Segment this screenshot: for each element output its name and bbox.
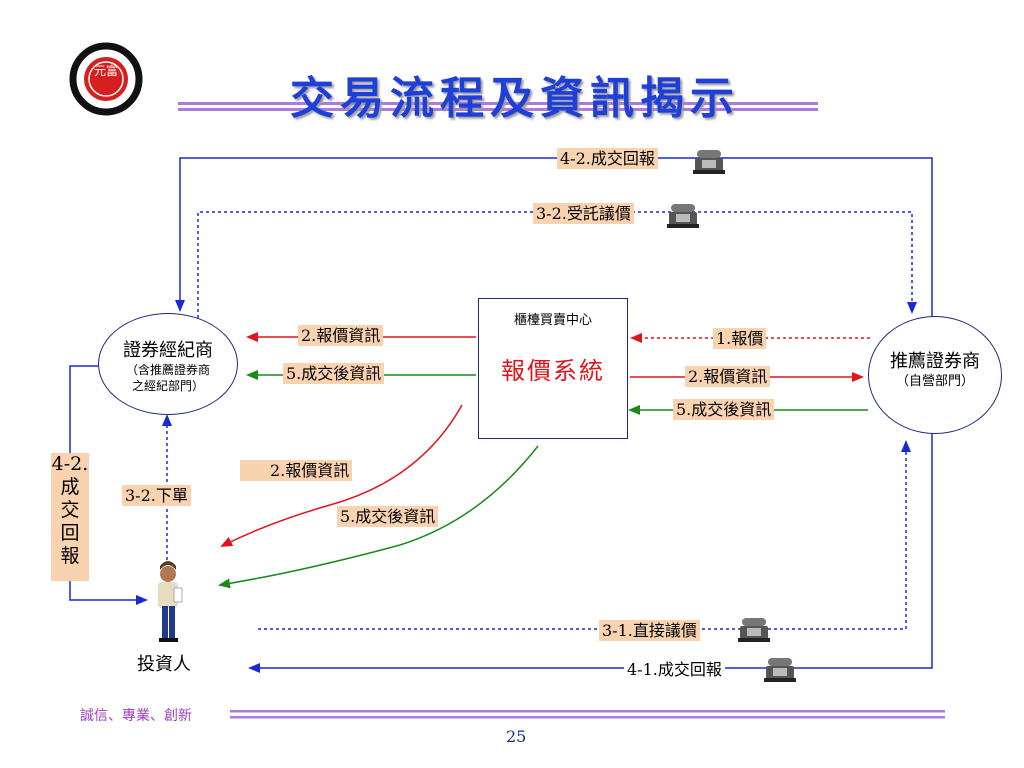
broker-name: 證券經紀商 [123, 340, 213, 361]
dealer-name: 推薦證券商 [890, 351, 980, 372]
dealer-sub: （自營部門） [895, 374, 974, 389]
logo-text: 元富 [94, 64, 119, 78]
telephone-icon [667, 204, 699, 228]
label-dealer-quote: 2.報價資訊 [685, 366, 771, 387]
label-left-confirm: 4-2. 成 交 回 報 [51, 453, 89, 581]
arrow-inv-trade [218, 445, 539, 589]
label-broker-trade: 5.成交後資訊 [283, 363, 385, 384]
broker-sub1: （含推薦證券商 [125, 363, 210, 377]
arrow-bottom-confirm [248, 428, 933, 673]
quote-system-box: 櫃檯買賣中心 報價系統 [478, 298, 628, 439]
label-place-order: 3-2.下單 [122, 485, 191, 506]
title-underline [178, 102, 818, 111]
label-top-confirm: 4-2.成交回報 [557, 148, 658, 169]
company-seal-icon [69, 42, 143, 116]
investor-person-icon [158, 561, 183, 642]
center-heading: 櫃檯買賣中心 [513, 313, 592, 328]
telephone-icon [738, 618, 770, 642]
page-title: 交易流程及資訊揭示 [290, 73, 740, 124]
investor-label: 投資人 [137, 654, 191, 675]
arrow-inv-quote [220, 404, 463, 547]
broker-node: 證券經紀商 （含推薦證券商 之經紀部門） [98, 313, 238, 415]
label-top-order: 3-2.受託議價 [533, 203, 634, 224]
label-inv-trade: 5.成交後資訊 [337, 506, 439, 527]
arrow-direct [258, 440, 911, 630]
label-inv-quote: 2.報價資訊 [240, 460, 353, 481]
label-quote: 1.報價 [713, 328, 767, 349]
center-main: 報價系統 [501, 357, 605, 385]
label-dealer-trade: 5.成交後資訊 [673, 399, 775, 420]
label-bottom-confirm: 4-1.成交回報 [624, 659, 725, 680]
footer-motto: 誠信、專業、創新 [80, 708, 192, 724]
label-direct: 3-1.直接議價 [599, 620, 700, 641]
arrow-top-confirm [175, 157, 933, 318]
telephone-icon [764, 658, 796, 682]
broker-sub2: 之經紀部門） [131, 379, 204, 393]
dealer-node: 推薦證券商 （自營部門） [868, 316, 1002, 434]
footer-rule [230, 710, 945, 719]
telephone-icon [693, 150, 725, 174]
page-number: 25 [506, 727, 527, 746]
label-broker-quote: 2.報價資訊 [298, 325, 384, 346]
